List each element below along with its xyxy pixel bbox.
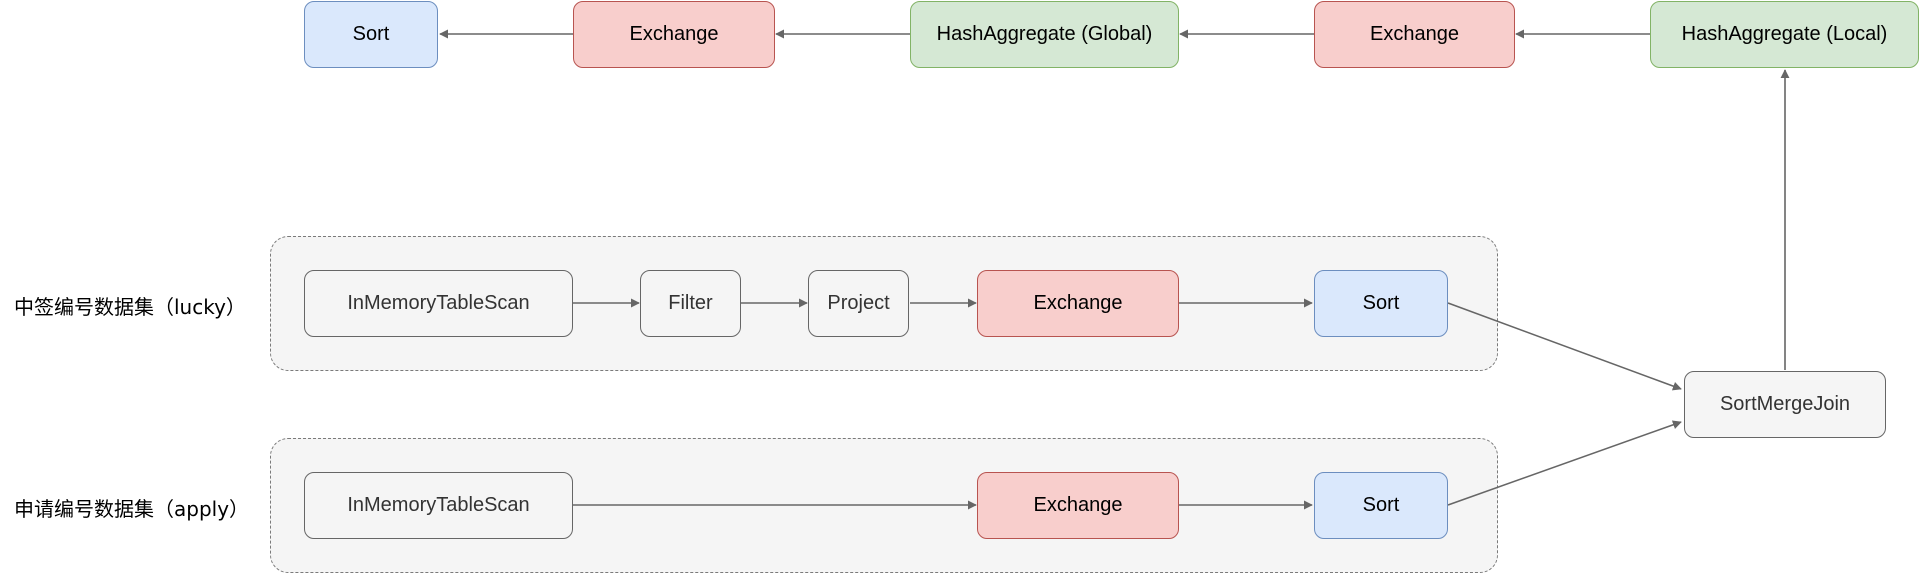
edge-lucky-sort-to-join [1447,302,1682,391]
lucky-scan-node: InMemoryTableScan [304,270,573,337]
lucky-exchange-node: Exchange [977,270,1179,337]
lucky-dataset-label: 中签编号数据集（lucky） [14,295,246,319]
top-sort-node: Sort [304,1,438,68]
lucky-filter-node: Filter [640,270,741,337]
sort-merge-join-node: SortMergeJoin [1684,371,1886,438]
edge-apply-sort-to-join [1447,420,1682,506]
apply-sort-node: Sort [1314,472,1448,539]
hash-aggregate-global-node: HashAggregate (Global) [910,1,1179,68]
top-exchange-node-2: Exchange [1314,1,1515,68]
lucky-project-node: Project [808,270,909,337]
apply-scan-node: InMemoryTableScan [304,472,573,539]
top-exchange-node-1: Exchange [573,1,775,68]
apply-dataset-label: 申请编号数据集（apply） [14,497,250,521]
hash-aggregate-local-node: HashAggregate (Local) [1650,1,1919,68]
apply-exchange-node: Exchange [977,472,1179,539]
lucky-sort-node: Sort [1314,270,1448,337]
